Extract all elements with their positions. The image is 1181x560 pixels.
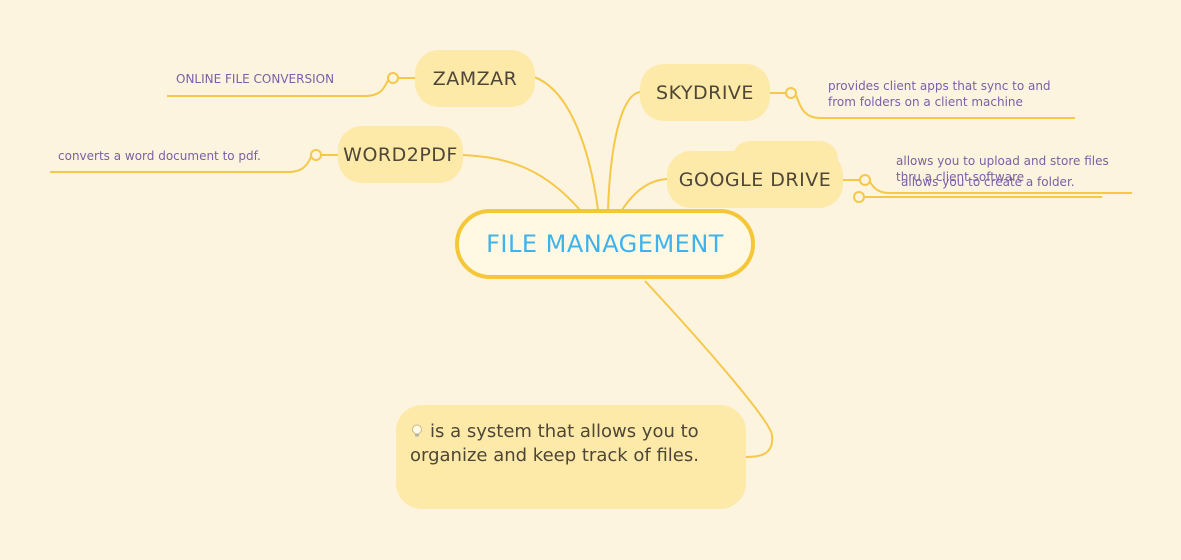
topic-google-drive-label: GOOGLE DRIVE [678,168,832,191]
connector-note [644,280,774,458]
central-topic[interactable]: FILE MANAGEMENT [455,209,755,279]
topic-word2pdf-label: WORD2PDF [343,143,458,166]
lightbulb-icon [412,424,422,437]
topic-zamzar-label: ZAMZAR [432,67,518,90]
leaf-google-drive-1-line2: thru a client software [896,170,1025,184]
zamzar-collapse-dot[interactable] [387,72,399,84]
topic-google-drive[interactable]: GOOGLE DRIVE [667,151,843,208]
topic-zamzar[interactable]: ZAMZAR [415,50,535,107]
word2pdf-collapse-dot[interactable] [310,149,322,161]
leaf-underline-word2pdf [50,156,312,173]
leaf-underline-google-drive-1 [869,181,1132,194]
leaf-google-drive-1-line1: allows you to upload and store files [896,154,1109,168]
topic-skydrive-label: SKYDRIVE [656,81,754,104]
note-text: is a system that allows you to organize … [410,421,699,466]
connector-google-drive [621,178,668,211]
central-topic-label: FILE MANAGEMENT [486,230,724,258]
leaf-zamzar: ONLINE FILE CONVERSION [176,72,335,86]
topic-google-drive-stack [732,141,838,159]
connector-zamzar [533,76,599,211]
connector-word2pdf [462,154,581,211]
leaf-skydrive-line2: from folders on a client machine [828,95,1023,109]
topic-word2pdf[interactable]: WORD2PDF [338,126,463,183]
google-drive-collapse-dot-2[interactable] [853,191,865,203]
topic-skydrive[interactable]: SKYDRIVE [640,64,770,121]
leaf-underline-zamzar [167,79,389,97]
leaf-word2pdf: converts a word document to pdf. [58,149,261,163]
leaf-skydrive-line1: provides client apps that sync to and [828,79,1051,93]
connector-skydrive [607,91,641,211]
leaf-google-drive-2: allows you to create a folder. [901,175,1075,189]
leaf-underline-skydrive [795,94,1075,119]
google-drive-collapse-dot-1[interactable] [859,174,871,186]
note-topic[interactable]: is a system that allows you to organize … [396,405,746,509]
skydrive-collapse-dot[interactable] [785,87,797,99]
